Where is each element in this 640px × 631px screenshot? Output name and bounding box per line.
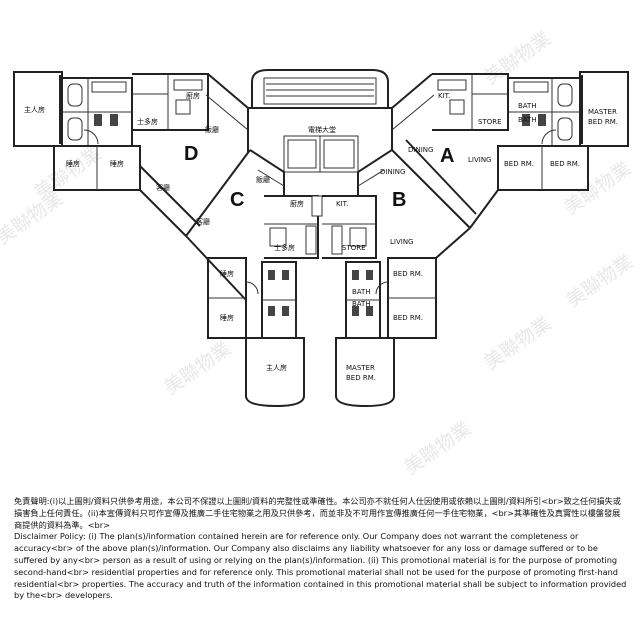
- unit-b-walls: [322, 108, 477, 408]
- unit-b-fixtures: [349, 227, 389, 316]
- room-label: 主人房: [266, 363, 287, 372]
- disclaimer: 免責聲明:(i)以上圖則/資料只供參考用途，本公司不保證以上圖則/資料的完整性或…: [14, 496, 628, 602]
- room-label: BATH: [352, 300, 371, 308]
- disclaimer-chinese: 免責聲明:(i)以上圖則/資料只供參考用途，本公司不保證以上圖則/資料的完整性或…: [14, 496, 621, 530]
- lift-core: [248, 69, 392, 173]
- watermark: 美聯物業: [480, 312, 555, 374]
- unit-letter-d: D: [184, 143, 198, 165]
- unit-letters: A B C D: [184, 143, 454, 211]
- unit-letter-c: C: [230, 189, 244, 211]
- room-label: BATH: [518, 102, 537, 110]
- unit-letter-b: B: [392, 189, 406, 211]
- room-label: 廚房: [290, 199, 304, 208]
- unit-c-walls: [185, 149, 323, 408]
- room-label: KIT.: [336, 200, 348, 208]
- room-label: BED RM.: [504, 160, 534, 168]
- room-label: 飯廳: [256, 175, 270, 184]
- room-label: KIT.: [438, 92, 450, 100]
- room-label: 睡房: [66, 159, 80, 168]
- room-label: 客廳: [196, 217, 210, 226]
- room-label: 睡房: [220, 269, 234, 278]
- room-label: STORE: [342, 244, 366, 252]
- room-label: 主人房: [24, 105, 45, 114]
- room-label: 廚房: [186, 91, 200, 100]
- room-label: BATH: [518, 116, 537, 124]
- room-label: BATH: [352, 288, 371, 296]
- room-label: BED RM.: [550, 160, 580, 168]
- room-labels: 主人房 廚房 士多房 飯廳 睡房 睡房 客廳 電梯大堂 飯廳 客廳 廚房 KIT…: [24, 91, 618, 382]
- watermark: 美聯物業: [562, 250, 637, 312]
- watermark: 美聯物業: [160, 337, 235, 399]
- room-label: STORE: [478, 118, 502, 126]
- room-label: 飯廳: [205, 125, 219, 134]
- room-label: LIVING: [390, 238, 413, 246]
- watermark: 美聯物業: [400, 417, 475, 479]
- room-label: BED RM.: [588, 118, 618, 126]
- watermark: 美聯物業: [0, 187, 67, 249]
- watermark: 美聯物業: [480, 27, 555, 89]
- room-label: DINING: [380, 168, 405, 176]
- room-label: 電梯大堂: [308, 125, 336, 134]
- unit-d-fixtures: [67, 79, 203, 145]
- disclaimer-english: Disclaimer Policy: (i) The plan(s)/infor…: [14, 531, 627, 601]
- room-label: 士多房: [274, 243, 295, 252]
- unit-a-walls: [391, 71, 629, 229]
- room-label: MASTER: [346, 364, 375, 372]
- unit-letter-a: A: [440, 145, 454, 167]
- floor-plan: 美聯物業 美聯物業 美聯物業 美聯物業 美聯物業 美聯物業 美聯物業 美聯物業: [0, 27, 637, 479]
- room-label: 客廳: [156, 183, 170, 192]
- room-label: 士多房: [137, 117, 158, 126]
- room-label: BED RM.: [393, 270, 423, 278]
- watermark: 美聯物業: [30, 142, 105, 204]
- room-label: DINING: [408, 146, 433, 154]
- room-label: BED RM.: [346, 374, 376, 382]
- room-label: 睡房: [110, 159, 124, 168]
- unit-c-fixtures: [245, 225, 317, 316]
- unit-a-fixtures: [437, 79, 573, 145]
- room-label: LIVING: [468, 156, 491, 164]
- room-label: MASTER: [588, 108, 617, 116]
- room-label: 睡房: [220, 313, 234, 322]
- room-label: BED RM.: [393, 314, 423, 322]
